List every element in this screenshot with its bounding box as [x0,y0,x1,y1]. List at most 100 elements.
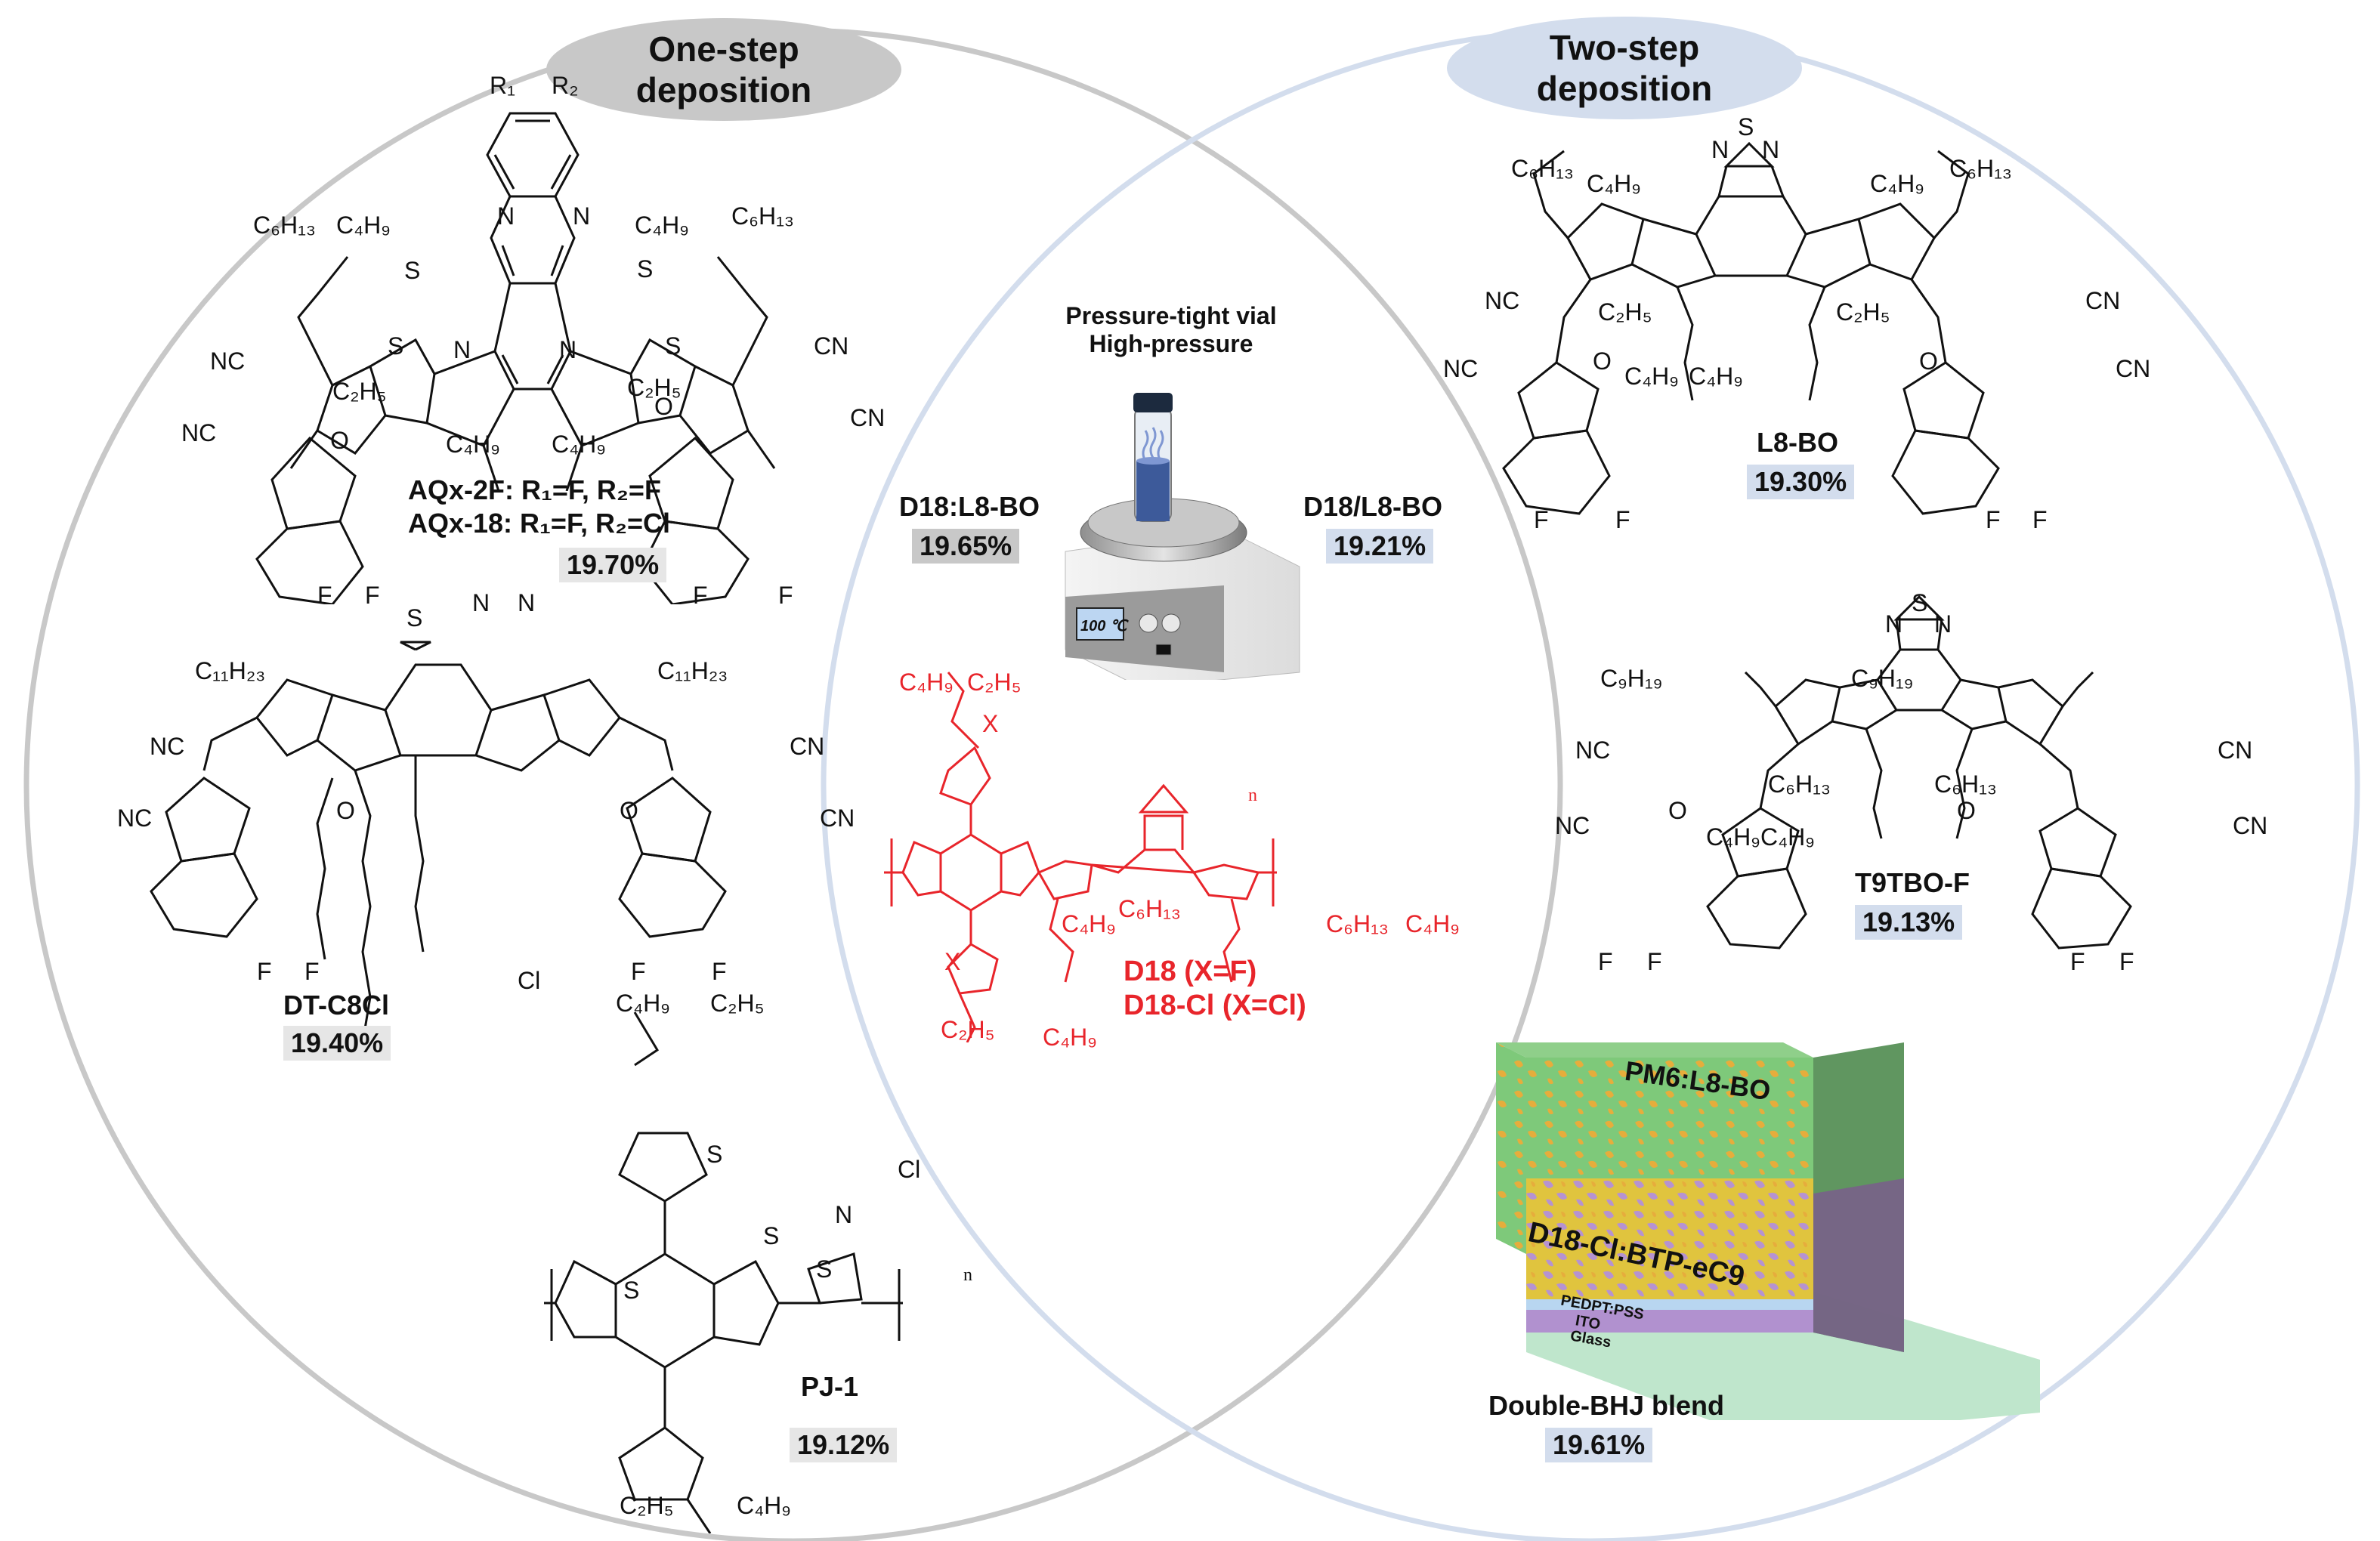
atom-o: O [1668,797,1687,824]
atom-f: F [1986,506,2001,533]
knob-icon [1139,613,1158,633]
temperature-display [1076,607,1124,641]
atom-s: S [623,1277,640,1304]
chain-label: C₆H₁₃ [731,202,794,230]
device-name: Double-BHJ blend [1488,1390,1724,1421]
heat-wave-icon [1142,430,1149,462]
atom-f: F [2070,948,2085,975]
pedot-pss-layer [1526,1299,1813,1310]
repeat-n: n [1248,786,1257,805]
polymer-chain-label: C₄H₉ [1062,910,1116,937]
atom-s: S [406,604,423,632]
atom-f: F [778,582,793,609]
atom-n: N [1762,136,1780,163]
chain-label: C₄H₉ [1870,170,1924,197]
atom-f: F [1598,948,1613,975]
l8bo-name: L8-BO [1757,427,1838,458]
chain-label: C₆H₁₃ [1949,155,2012,182]
aqx-pce-badge: 19.70% [559,548,667,582]
two-step-title-line1: Two-step [1549,28,1700,67]
t9tbo-f-structure [1706,594,2132,950]
two-step-header-ellipse [1447,17,1802,119]
cyano-label: NC [210,347,246,375]
polymer-chain-label: C₆H₁₃ [1326,910,1389,937]
atom-n: N [518,589,536,616]
cyano-label: CN [2218,737,2253,764]
dt-c8cl-pce-badge: 19.40% [283,1026,391,1061]
pm6-l8bo-layer [1526,1058,1813,1194]
cyano-label: NC [1485,287,1520,314]
aqx-end-groups [255,436,750,604]
chain-label: C₆H₁₃ [253,212,316,239]
cyano-label: NC [117,804,153,832]
aqx-18-label: AQx-18: R₁=F, R₂=Cl [408,508,670,539]
two-step-title: Two-step deposition [1473,27,1776,109]
two-step-blend-label: D18/L8-BO [1303,491,1443,522]
vial-caption-line2: High-pressure [1089,330,1253,357]
cyano-label: CN [2116,355,2151,382]
atom-f: F [1615,506,1630,533]
knob-icon [1161,613,1181,633]
ito-layer [1526,1310,1813,1333]
one-step-title: One-step deposition [573,29,875,110]
chain-label: C₄H₉ [1587,170,1641,197]
vial-cap-icon [1133,393,1173,412]
hotplate-illustration: 100 ℃ [1065,393,1300,680]
cyano-label: CN [850,404,886,431]
chain-label: C₁₁H₂₃ [657,657,728,684]
dt-c8cl-name: DT-C8Cl [283,990,390,1021]
l8bo-pce-badge: 19.30% [1747,465,1855,499]
atom-s: S [637,255,654,283]
l8bo-structure [1502,141,2000,515]
cyano-label: CN [2233,812,2268,839]
cyano-label: NC [181,419,217,446]
chain-label: C₄H₉ [1689,363,1743,390]
atom-f: F [304,958,320,985]
cyano-label: NC [150,733,185,760]
chain-label: C₂H₅ [620,1492,674,1519]
polymer-chain-label: C₂H₅ [967,669,1022,696]
d18-label: D18 (X=F) [1124,956,1257,987]
d18-structure [884,672,1277,1042]
polymer-chain-label: C₂H₅ [941,1016,995,1043]
cyano-label: CN [814,332,849,360]
benzene-ring [486,112,580,198]
atom-f: F [1534,506,1549,533]
vial-caption: Pressure-tight vial High-pressure [1058,302,1284,358]
one-step-blend-label: D18:L8-BO [899,491,1040,522]
chain-label: C₄H₉ [635,212,689,239]
atom-n: N [1711,136,1729,163]
atom-s: S [1912,589,1928,616]
atom-s: S [763,1222,780,1249]
atom-cl: Cl [898,1156,921,1183]
t9tbo-f-name: T9TBO-F [1855,867,1970,898]
chain-label: C₂H₅ [1836,298,1890,326]
chain-label: C₄H₉ [446,431,500,458]
atom-n: N [1934,610,1952,638]
atom-n: N [497,202,515,230]
aqx-structure [289,112,776,491]
chain-label: C₆H₁₃ [1768,770,1831,798]
pj1-name: PJ-1 [801,1371,859,1402]
dt-c8cl-structure [150,641,727,1042]
atom-f: F [2032,506,2048,533]
chain-label: C₄H₉ [1624,363,1679,390]
vial-solution [1136,461,1170,521]
atom-n: N [453,336,471,363]
atom-n: N [559,336,577,363]
cyano-label: NC [1575,737,1611,764]
vial-caption-line1: Pressure-tight vial [1065,302,1277,329]
atom-s: S [404,257,421,284]
r1-label: R₁ [490,72,515,99]
polymer-chain-label: C₄H₉ [899,669,954,696]
atom-o: O [620,797,638,824]
atom-s: S [706,1141,723,1168]
cyano-label: CN [820,804,855,832]
chain-label: C₄H₉ [1706,823,1760,851]
chain-label: C₄H₉ [737,1492,791,1519]
chain-label: C₆H₁₃ [1511,155,1574,182]
atom-o: O [1593,347,1612,375]
polymer-x-label: X [982,710,999,737]
atom-o: O [336,797,355,824]
